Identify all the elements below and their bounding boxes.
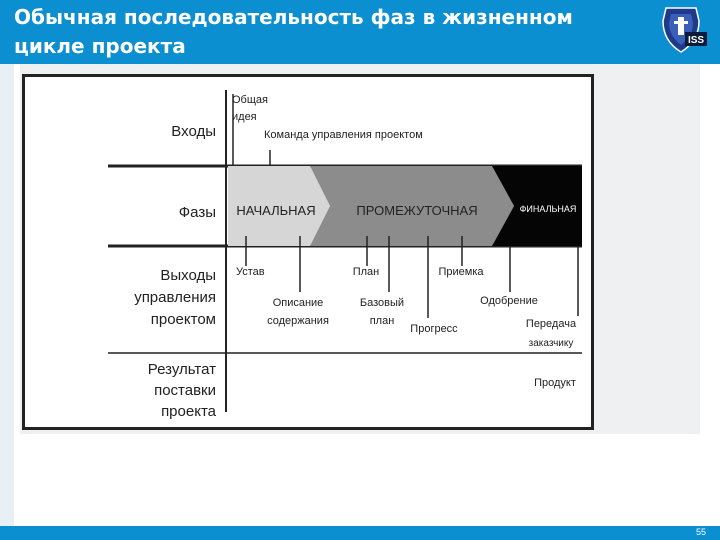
output-scope-2: содержания	[267, 315, 329, 327]
row-label-phases: Фазы	[179, 204, 216, 221]
phase-arrow-intermediate	[310, 166, 514, 246]
output-handover-1: Передача	[526, 318, 577, 330]
row-label-result-2: поставки	[154, 382, 216, 399]
result-product: Продукт	[534, 377, 576, 389]
page-number: 55	[695, 527, 706, 537]
row-label-result-3: проекта	[161, 403, 217, 420]
output-plan: План	[353, 266, 380, 278]
slide-footer: 55	[0, 526, 720, 540]
phase-label-final: ФИНАЛЬНАЯ	[520, 204, 577, 214]
university-logo: ISS	[652, 3, 710, 57]
row-label-outputs-1: Выходы	[160, 267, 216, 284]
phase-label-intermediate: ПРОМЕЖУТОЧНАЯ	[356, 203, 477, 218]
row-label-outputs-2: управления	[134, 289, 216, 306]
output-approval: Одобрение	[480, 295, 538, 307]
slide-header: Обычная последовательность фаз в жизненн…	[0, 0, 720, 64]
phase-block-final	[492, 166, 582, 246]
phase-arrow-initial	[228, 166, 330, 246]
diagram-frame	[22, 74, 594, 430]
slide-title: Обычная последовательность фаз в жизненн…	[14, 5, 573, 58]
input-team: Команда управления проектом	[264, 129, 423, 141]
input-idea-2: идея	[232, 111, 257, 123]
input-idea-1: Общая	[232, 94, 268, 106]
logo-text: ISS	[688, 35, 704, 46]
row-label-outputs-3: проектом	[151, 311, 216, 328]
output-charter: Устав	[236, 266, 265, 278]
output-progress: Прогресс	[410, 323, 458, 335]
output-handover-2: заказчику	[529, 338, 574, 349]
phase-label-initial: НАЧАЛЬНАЯ	[236, 203, 315, 218]
output-acceptance: Приемка	[438, 266, 484, 278]
row-label-inputs: Входы	[171, 123, 216, 140]
row-label-result-1: Результат	[148, 361, 216, 378]
left-decor-strip	[0, 64, 14, 526]
output-baseline-1: Базовый	[360, 297, 404, 309]
output-baseline-2: план	[370, 315, 395, 327]
output-scope-1: Описание	[273, 297, 324, 309]
